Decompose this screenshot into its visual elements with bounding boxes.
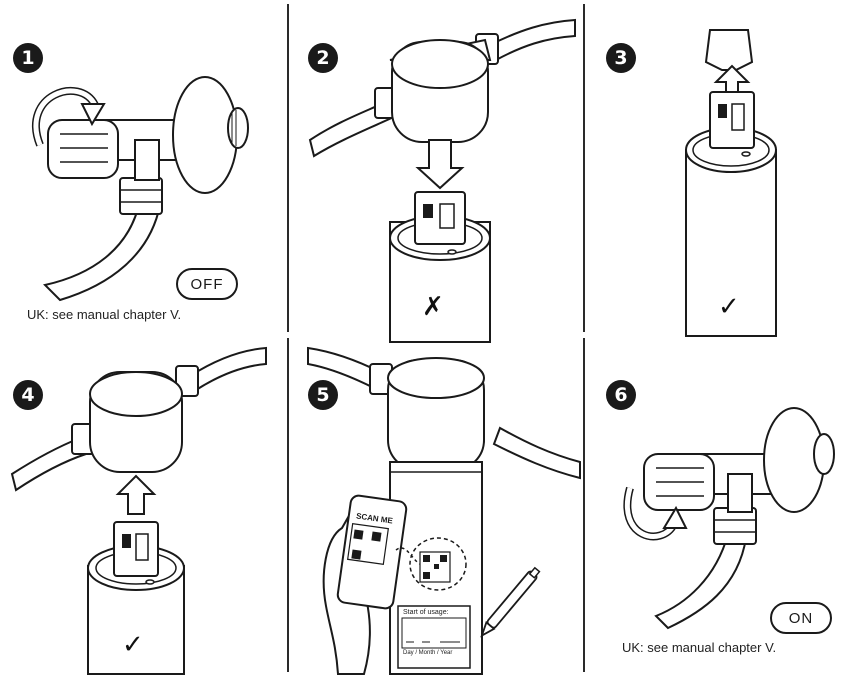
valve-state-off-pill: OFF [176,268,238,300]
valve-closing-illustration [32,76,249,302]
panel-step-4: 4 ✓ [0,338,286,675]
step-badge-4: 4 [13,380,43,410]
divider-vertical-left-bottom [287,338,289,672]
date-format-label: Day / Month / Year [403,650,453,656]
step-badge-1: 1 [13,43,43,73]
panel-step-6: 6 ON UK: see manual chapter V. [586,338,853,674]
step-1-note: UK: see manual chapter V. [27,307,182,322]
start-of-usage-label: Start of usage: [403,609,449,616]
filter-head-wrong-illustration [308,18,576,343]
panel-step-5: 5 [290,338,582,675]
divider-vertical-right-bottom [583,338,585,672]
valve-opening-illustration [623,407,835,630]
step-badge-6: 6 [606,380,636,410]
step-badge-3: 3 [606,43,636,73]
panel-step-3: 3 ✓ [586,0,853,337]
divider-vertical-left-top [287,4,289,332]
step-badge-2: 2 [308,43,338,73]
cartridge-insert-illustration [10,346,267,675]
panel-step-1: 1 OFF UK: see manual chapter V. [0,0,286,336]
panel-step-2: 2 ✗ [290,0,582,343]
step-badge-5: 5 [308,380,338,410]
step-6-note: UK: see manual chapter V. [622,640,777,655]
check-mark: ✓ [122,630,144,660]
valve-state-on-pill: ON [770,602,832,634]
cap-removal-illustration [685,29,777,337]
wrong-mark: ✗ [422,292,444,322]
check-mark: ✓ [718,292,740,322]
divider-vertical-right-top [583,4,585,332]
scan-and-date-illustration [307,346,581,675]
